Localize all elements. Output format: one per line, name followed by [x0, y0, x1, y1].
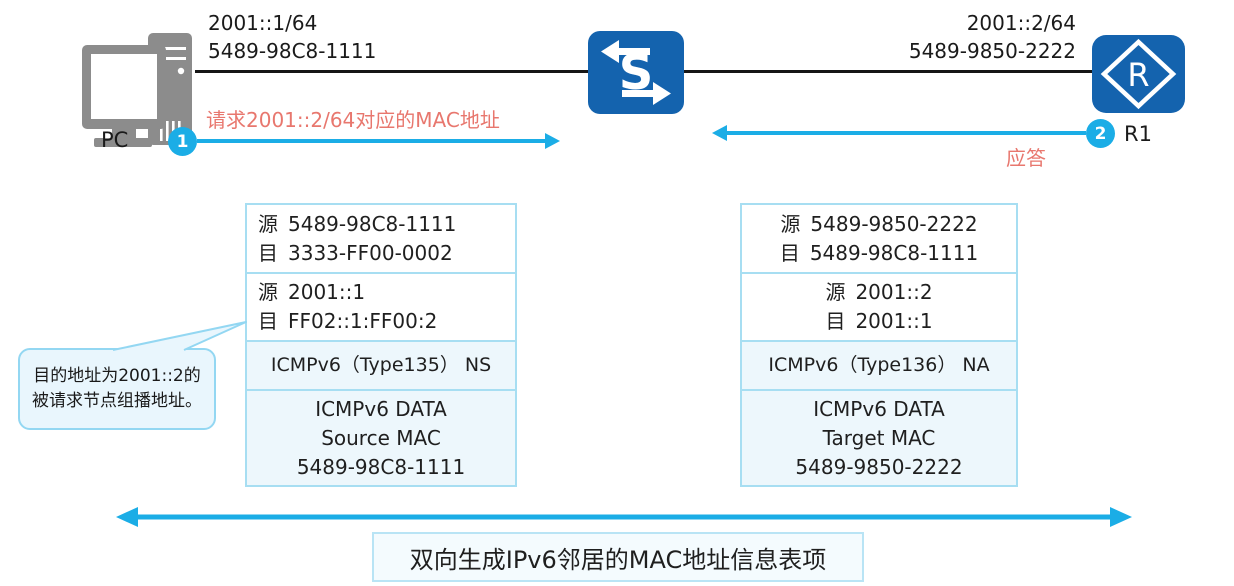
- step-2-badge: 2: [1086, 119, 1115, 148]
- switch-letter: S: [619, 45, 654, 101]
- na-data-line1: ICMPv6 DATA: [813, 396, 945, 421]
- na-l2-src-label: 源: [780, 211, 801, 236]
- ns-arrow-shaft: [197, 139, 546, 143]
- ns-icmp-row: ICMPv6（Type135） NS: [245, 340, 517, 391]
- na-l2-dst: 5489-98C8-1111: [809, 240, 979, 265]
- na-data-line3: 5489-9850-2222: [795, 454, 963, 479]
- na-l3-dst: 2001::1: [855, 309, 933, 333]
- ns-l3-src: 2001::1: [288, 280, 366, 304]
- callout-tail-icon: [112, 321, 247, 351]
- ns-l3-row: 源 2001::1 目 FF02::1:FF00:2: [245, 272, 517, 342]
- callout-line2: 被请求节点组播地址。: [32, 391, 202, 411]
- na-l3-row: 源 2001::2 目 2001::1: [740, 272, 1018, 342]
- ns-l2-src-label: 源: [258, 211, 278, 236]
- na-data-line2: Target MAC: [822, 425, 936, 450]
- na-l3-src: 2001::2: [855, 280, 933, 304]
- ns-arrowhead-icon: [545, 133, 560, 149]
- bidirectional-arrow-icon: [116, 507, 1132, 527]
- ns-request-label: 请求2001::2/64对应的MAC地址: [206, 108, 500, 132]
- na-reply-label: 应答: [1006, 146, 1046, 170]
- na-l2-src: 5489-9850-2222: [810, 211, 978, 236]
- link-switch-router: [684, 70, 1092, 73]
- router-icon: R: [1092, 35, 1185, 113]
- router-ip: 2001::2/64: [966, 11, 1076, 35]
- ns-l2-row: 源 5489-98C8-1111 目 3333-FF00-0002: [245, 203, 517, 274]
- na-arrowhead-icon: [712, 125, 727, 141]
- na-l3-src-label: 源: [825, 280, 846, 304]
- na-data-row: ICMPv6 DATA Target MAC 5489-9850-2222: [740, 389, 1018, 487]
- pc-ip: 2001::1/64: [208, 11, 318, 35]
- ns-data-line1: ICMPv6 DATA: [315, 396, 447, 421]
- pc-mac: 5489-98C8-1111: [208, 39, 377, 63]
- na-icmp-row: ICMPv6（Type136） NA: [740, 340, 1018, 391]
- ns-l2-dst-label: 目: [258, 240, 278, 265]
- na-l2-dst-label: 目: [779, 240, 800, 265]
- pc-label: PC: [101, 128, 129, 152]
- ns-l2-src: 5489-98C8-1111: [288, 211, 457, 236]
- router-label: R1: [1124, 122, 1152, 146]
- na-l3-dst-label: 目: [825, 309, 846, 333]
- callout-line1: 目的地址为2001::2的: [33, 366, 201, 386]
- na-l2-row: 源 5489-9850-2222 目 5489-98C8-1111: [740, 203, 1018, 274]
- ns-l3-src-label: 源: [258, 280, 278, 304]
- ns-l2-dst: 3333-FF00-0002: [288, 240, 453, 265]
- router-mac: 5489-9850-2222: [908, 39, 1076, 63]
- na-arrow-shaft: [726, 131, 1086, 135]
- summary-box: 双向生成IPv6邻居的MAC地址信息表项: [372, 532, 864, 582]
- ns-data-line3: 5489-98C8-1111: [296, 454, 466, 479]
- switch-icon: S: [588, 31, 684, 114]
- router-letter: R: [1127, 56, 1149, 94]
- ns-data-line2: Source MAC: [321, 425, 441, 450]
- callout-bubble: 目的地址为2001::2的 被请求节点组播地址。: [18, 348, 216, 430]
- link-pc-switch: [195, 70, 588, 73]
- ns-l3-dst-label: 目: [258, 309, 278, 333]
- ns-l3-dst: FF02::1:FF00:2: [288, 309, 438, 333]
- step-1-badge: 1: [168, 127, 197, 156]
- ns-data-row: ICMPv6 DATA Source MAC 5489-98C8-1111: [245, 389, 517, 487]
